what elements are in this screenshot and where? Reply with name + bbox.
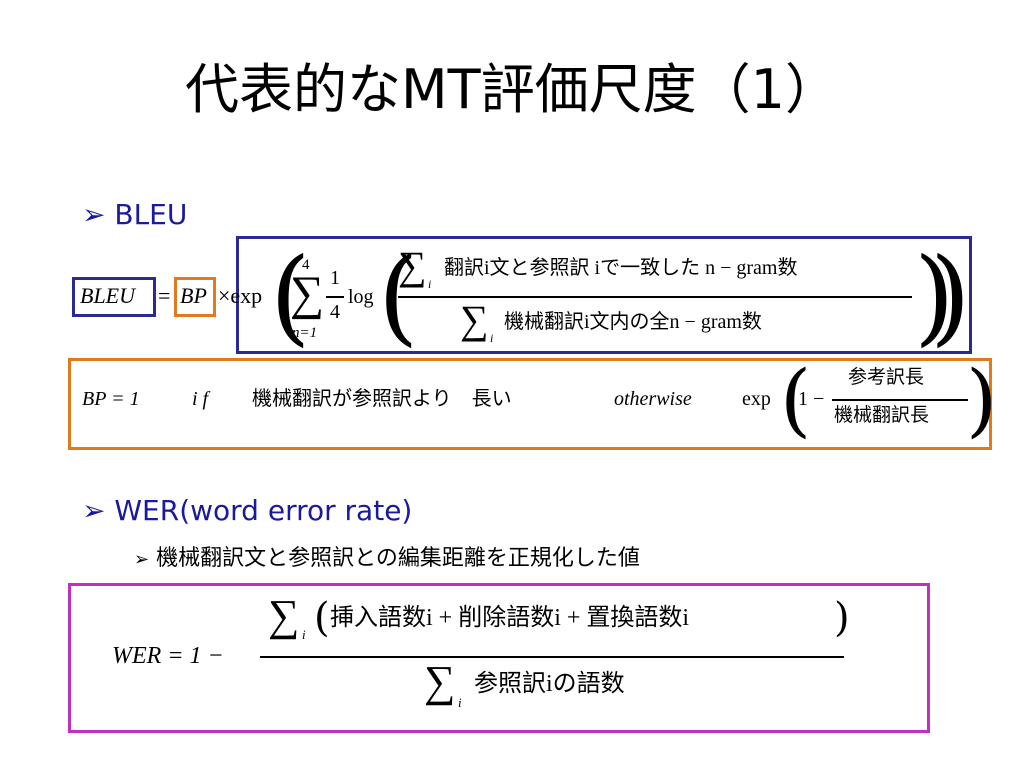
wer-formula-box bbox=[68, 583, 930, 733]
wer-paren-left: ( bbox=[314, 595, 330, 641]
bp-den: 機械翻訳長 bbox=[834, 404, 930, 426]
bleu-formula-box bbox=[236, 236, 972, 354]
wer-den-sigma: ∑ bbox=[424, 657, 456, 706]
sub-bullet-arrow-icon: ➢ bbox=[134, 549, 150, 570]
bleu-den-text: 機械翻訳i文内の全n − gram数 bbox=[504, 311, 762, 333]
wer-den-text: 参照訳iの語数 bbox=[474, 671, 625, 697]
wer-den-sub-i: i bbox=[458, 695, 462, 710]
bullet-arrow-icon: ➢ bbox=[82, 198, 106, 231]
wer-num-text: 挿入語数i + 削除語数i + 置換語数i bbox=[330, 605, 690, 631]
bullet-wer-sub: ➢ 機械翻訳文と参照訳との編集距離を正規化した値 bbox=[134, 545, 640, 574]
bp-exp: exp bbox=[742, 388, 771, 410]
bleu-num-sigma: ∑ bbox=[398, 243, 427, 288]
bleu-log: log bbox=[348, 286, 374, 308]
bleu-bp: BP bbox=[180, 283, 207, 308]
bp-num: 参考訳長 bbox=[848, 366, 925, 388]
bleu-den-sigma: ∑ bbox=[460, 297, 489, 342]
bullet-bleu: ➢ BLEU bbox=[82, 198, 187, 232]
bleu-num-text: 翻訳i文と参照訳 iで一致した n − gram数 bbox=[444, 257, 798, 279]
bleu-label-box bbox=[72, 277, 156, 317]
bleu-sum-sigma: ∑ bbox=[290, 267, 325, 320]
bp-if: i f bbox=[192, 388, 209, 410]
bleu-times-exp: ×exp bbox=[218, 283, 263, 308]
bp-otherwise: otherwise bbox=[614, 388, 692, 410]
bp-label-box bbox=[174, 277, 216, 317]
bleu-num-sub-i: i bbox=[428, 277, 432, 291]
bp-one-minus: 1 − bbox=[798, 388, 825, 410]
bleu-den-sub-i: i bbox=[490, 331, 494, 345]
bleu-paren-right-inner: ) bbox=[914, 235, 955, 357]
bleu-equals: = bbox=[158, 283, 171, 308]
wer-num-sigma: ∑ bbox=[268, 591, 300, 640]
bp-lhs: BP = 1 bbox=[82, 388, 140, 410]
bp-paren-left: ( bbox=[780, 353, 812, 446]
bleu-frac-den: 4 bbox=[330, 301, 340, 323]
bleu-lhs: BLEU bbox=[80, 283, 135, 308]
bp-paren-right: ) bbox=[966, 353, 998, 446]
bleu-frac-num: 1 bbox=[330, 267, 340, 289]
bullet-arrow-icon: ➢ bbox=[82, 494, 106, 527]
wer-paren-right: ) bbox=[834, 595, 850, 641]
bleu-main-frac-line bbox=[398, 296, 912, 298]
bleu-sum-top: 4 bbox=[302, 257, 310, 273]
bp-condition: 機械翻訳が参照訳より 長い bbox=[252, 386, 512, 410]
bleu-frac-line bbox=[326, 296, 344, 298]
bullet-wer: ➢ WER(word error rate) bbox=[82, 494, 412, 528]
wer-num-sub-i: i bbox=[302, 627, 306, 642]
bleu-sum-bottom: n=1 bbox=[292, 325, 318, 341]
bullet-wer-label: WER(word error rate) bbox=[114, 494, 413, 527]
bp-frac-line bbox=[832, 399, 968, 401]
bp-formula-box bbox=[68, 358, 992, 450]
wer-lhs: WER = 1 − bbox=[112, 643, 224, 669]
wer-frac-line bbox=[260, 656, 844, 658]
page-title: 代表的なMT評価尺度（1） bbox=[185, 58, 839, 121]
bullet-wer-sub-label: 機械翻訳文と参照訳との編集距離を正規化した値 bbox=[156, 546, 640, 571]
bullet-bleu-label: BLEU bbox=[114, 198, 188, 231]
bleu-paren-right-outer: ) bbox=[930, 235, 971, 357]
bleu-paren-left-outer: ( bbox=[270, 235, 311, 357]
